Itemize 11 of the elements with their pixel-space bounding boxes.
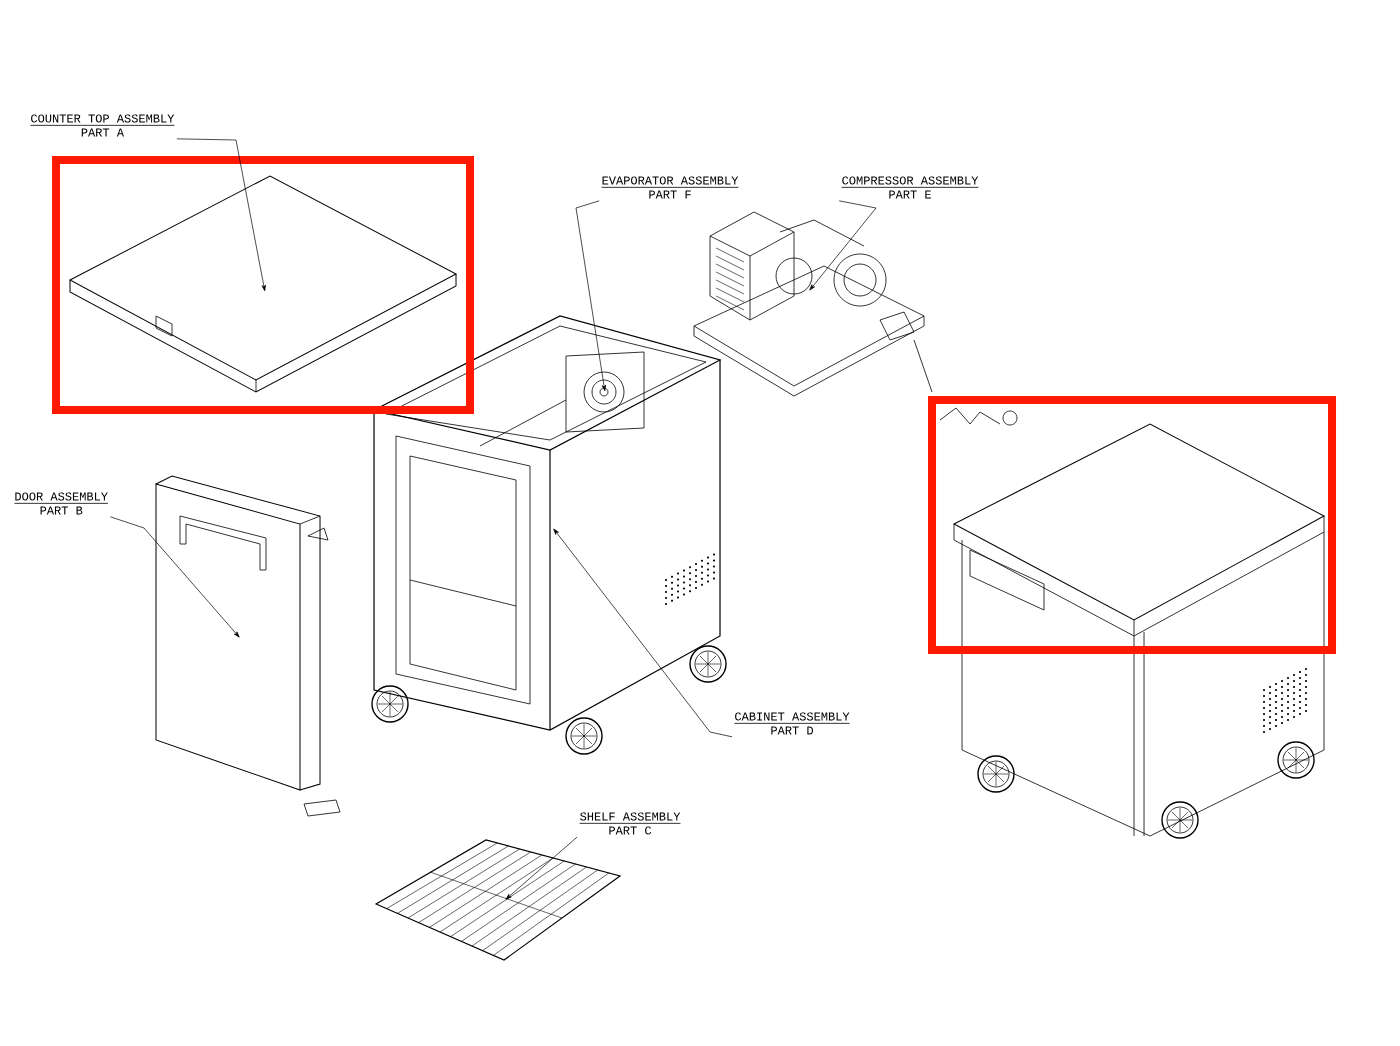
door-drawing <box>155 475 341 817</box>
condensing-unit-drawing <box>693 211 925 397</box>
leader-line <box>809 200 877 291</box>
leader-line <box>553 528 733 738</box>
leader-line <box>176 138 266 292</box>
leader-line <box>505 836 578 900</box>
evaporator-drawing <box>565 351 645 433</box>
leader-line <box>110 516 240 638</box>
leader-line <box>575 200 607 392</box>
countertop-drawing <box>69 175 457 393</box>
cabinet-drawing <box>371 315 727 755</box>
